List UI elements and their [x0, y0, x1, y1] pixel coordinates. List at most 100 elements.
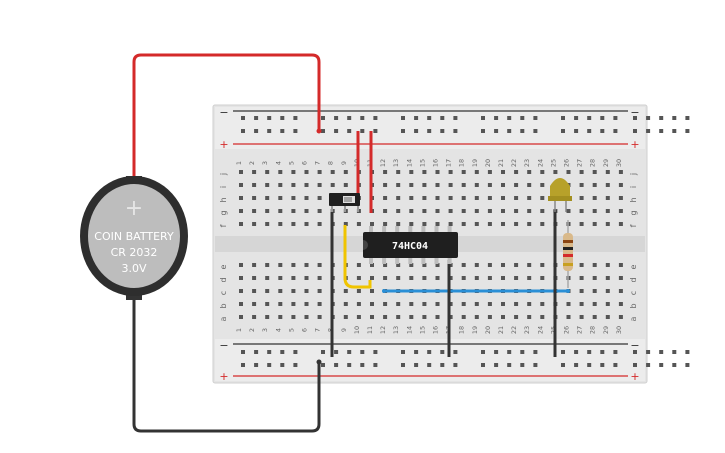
breadboard-hole[interactable]	[574, 350, 579, 354]
breadboard-hole[interactable]	[613, 350, 618, 354]
breadboard-hole[interactable]	[494, 129, 499, 133]
breadboard-hole[interactable]	[360, 363, 365, 367]
breadboard-hole[interactable]	[239, 315, 243, 319]
breadboard-hole[interactable]	[265, 170, 270, 174]
breadboard-hole[interactable]	[409, 196, 414, 200]
breadboard-hole[interactable]	[618, 302, 623, 306]
breadboard-hole[interactable]	[520, 116, 525, 120]
breadboard-hole[interactable]	[527, 302, 532, 306]
breadboard-hole[interactable]	[474, 222, 479, 226]
breadboard-hole[interactable]	[435, 222, 440, 226]
breadboard-hole[interactable]	[481, 129, 485, 133]
breadboard-hole[interactable]	[252, 263, 257, 267]
breadboard-hole[interactable]	[291, 263, 296, 267]
breadboard-hole[interactable]	[448, 302, 453, 306]
breadboard-hole[interactable]	[592, 302, 597, 306]
breadboard-hole[interactable]	[396, 302, 401, 306]
breadboard-hole[interactable]	[291, 276, 296, 280]
breadboard-hole[interactable]	[373, 350, 378, 354]
breadboard-hole[interactable]	[265, 302, 270, 306]
breadboard-hole[interactable]	[304, 170, 309, 174]
breadboard-hole[interactable]	[356, 276, 361, 280]
breadboard-hole[interactable]	[347, 363, 352, 367]
breadboard-hole[interactable]	[618, 222, 623, 226]
breadboard-hole[interactable]	[613, 129, 618, 133]
breadboard-hole[interactable]	[409, 263, 414, 267]
breadboard-hole[interactable]	[592, 196, 597, 200]
breadboard-hole[interactable]	[422, 196, 427, 200]
breadboard-hole[interactable]	[672, 129, 677, 133]
breadboard-hole[interactable]	[592, 183, 597, 187]
breadboard-hole[interactable]	[579, 222, 584, 226]
breadboard-hole[interactable]	[574, 363, 579, 367]
breadboard-hole[interactable]	[501, 302, 505, 306]
breadboard-hole[interactable]	[356, 289, 361, 293]
breadboard-hole[interactable]	[618, 263, 623, 267]
breadboard-hole[interactable]	[561, 363, 565, 367]
breadboard-hole[interactable]	[448, 276, 453, 280]
breadboard-hole[interactable]	[520, 363, 525, 367]
breadboard-hole[interactable]	[278, 183, 283, 187]
breadboard-hole[interactable]	[414, 363, 419, 367]
breadboard-hole[interactable]	[574, 116, 579, 120]
breadboard-hole[interactable]	[343, 183, 348, 187]
breadboard-hole[interactable]	[514, 263, 519, 267]
breadboard-hole[interactable]	[241, 116, 245, 120]
breadboard-hole[interactable]	[487, 196, 492, 200]
breadboard-hole[interactable]	[618, 170, 623, 174]
breadboard-hole[interactable]	[461, 222, 466, 226]
breadboard-hole[interactable]	[370, 289, 374, 293]
breadboard-hole[interactable]	[383, 263, 388, 267]
breadboard-hole[interactable]	[427, 116, 432, 120]
breadboard-hole[interactable]	[360, 129, 365, 133]
breadboard-hole[interactable]	[487, 315, 492, 319]
breadboard-hole[interactable]	[461, 276, 466, 280]
breadboard-hole[interactable]	[254, 116, 259, 120]
breadboard-hole[interactable]	[605, 196, 610, 200]
breadboard-hole[interactable]	[587, 363, 592, 367]
breadboard-hole[interactable]	[501, 170, 505, 174]
breadboard-hole[interactable]	[267, 129, 272, 133]
breadboard-hole[interactable]	[440, 350, 445, 354]
breadboard-hole[interactable]	[633, 116, 637, 120]
breadboard-hole[interactable]	[304, 289, 309, 293]
breadboard-hole[interactable]	[561, 350, 565, 354]
breadboard-hole[interactable]	[252, 196, 257, 200]
breadboard-hole[interactable]	[440, 129, 445, 133]
breadboard-hole[interactable]	[527, 263, 532, 267]
breadboard-hole[interactable]	[254, 129, 259, 133]
breadboard-hole[interactable]	[356, 302, 361, 306]
breadboard-hole[interactable]	[401, 363, 405, 367]
breadboard-hole[interactable]	[304, 196, 309, 200]
breadboard-hole[interactable]	[347, 129, 352, 133]
breadboard-hole[interactable]	[317, 276, 322, 280]
breadboard-hole[interactable]	[239, 222, 243, 226]
breadboard-hole[interactable]	[514, 170, 519, 174]
breadboard-hole[interactable]	[427, 363, 432, 367]
breadboard-hole[interactable]	[291, 302, 296, 306]
breadboard-hole[interactable]	[396, 276, 401, 280]
breadboard-hole[interactable]	[304, 209, 309, 213]
breadboard-hole[interactable]	[587, 129, 592, 133]
breadboard-hole[interactable]	[474, 196, 479, 200]
breadboard-hole[interactable]	[293, 350, 298, 354]
breadboard-hole[interactable]	[474, 302, 479, 306]
breadboard-hole[interactable]	[321, 116, 325, 120]
breadboard-hole[interactable]	[267, 350, 272, 354]
breadboard-hole[interactable]	[291, 289, 296, 293]
breadboard-hole[interactable]	[618, 183, 623, 187]
breadboard-hole[interactable]	[487, 209, 492, 213]
breadboard-hole[interactable]	[440, 116, 445, 120]
breadboard-hole[interactable]	[422, 209, 427, 213]
breadboard-hole[interactable]	[527, 196, 532, 200]
breadboard-hole[interactable]	[254, 350, 259, 354]
breadboard-hole[interactable]	[360, 350, 365, 354]
breadboard-hole[interactable]	[501, 196, 505, 200]
breadboard-hole[interactable]	[293, 363, 298, 367]
breadboard-hole[interactable]	[241, 129, 245, 133]
breadboard-hole[interactable]	[633, 350, 637, 354]
breadboard-hole[interactable]	[267, 363, 272, 367]
breadboard-hole[interactable]	[317, 170, 322, 174]
breadboard-hole[interactable]	[685, 116, 690, 120]
